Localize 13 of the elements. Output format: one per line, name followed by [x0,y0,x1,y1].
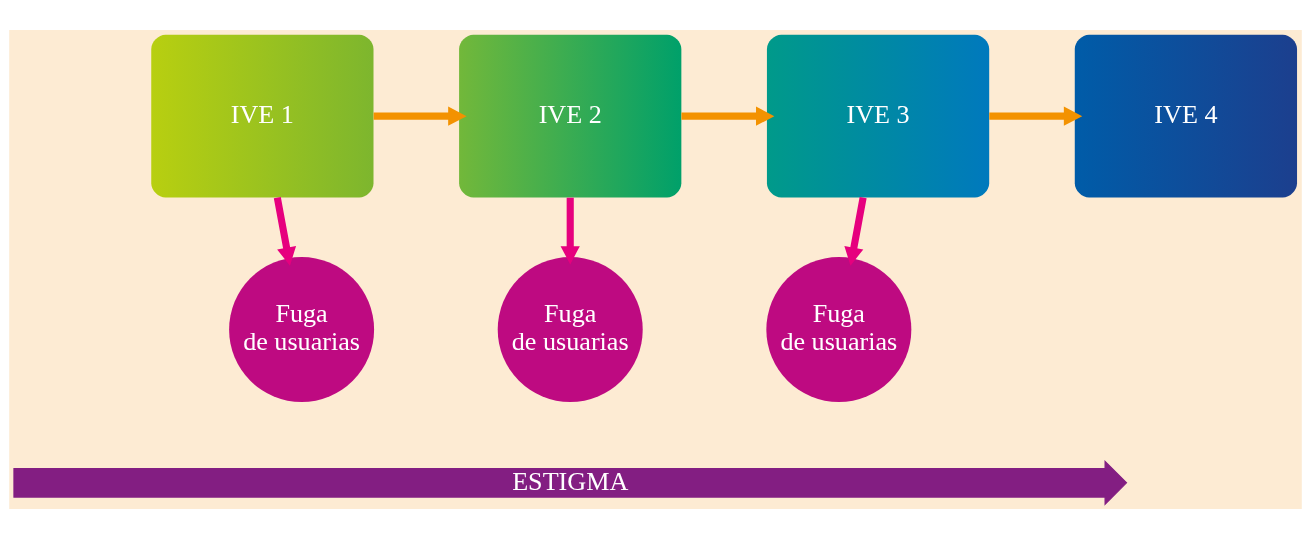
arrow [560,197,580,265]
node-circle: Fuga de usuarias [766,257,912,403]
arrow [681,106,775,126]
arrow [273,197,297,266]
node-box: IVE 2 [459,34,682,198]
node-box: IVE 3 [766,34,990,198]
arrow [989,106,1083,126]
arrow [373,106,467,126]
node-circle: Fuga de usuarias [497,257,643,403]
node-box: IVE 1 [151,34,374,198]
node-box: IVE 4 [1074,34,1298,198]
node-circle: Fuga de usuarias [229,257,375,403]
arrow [844,197,867,266]
